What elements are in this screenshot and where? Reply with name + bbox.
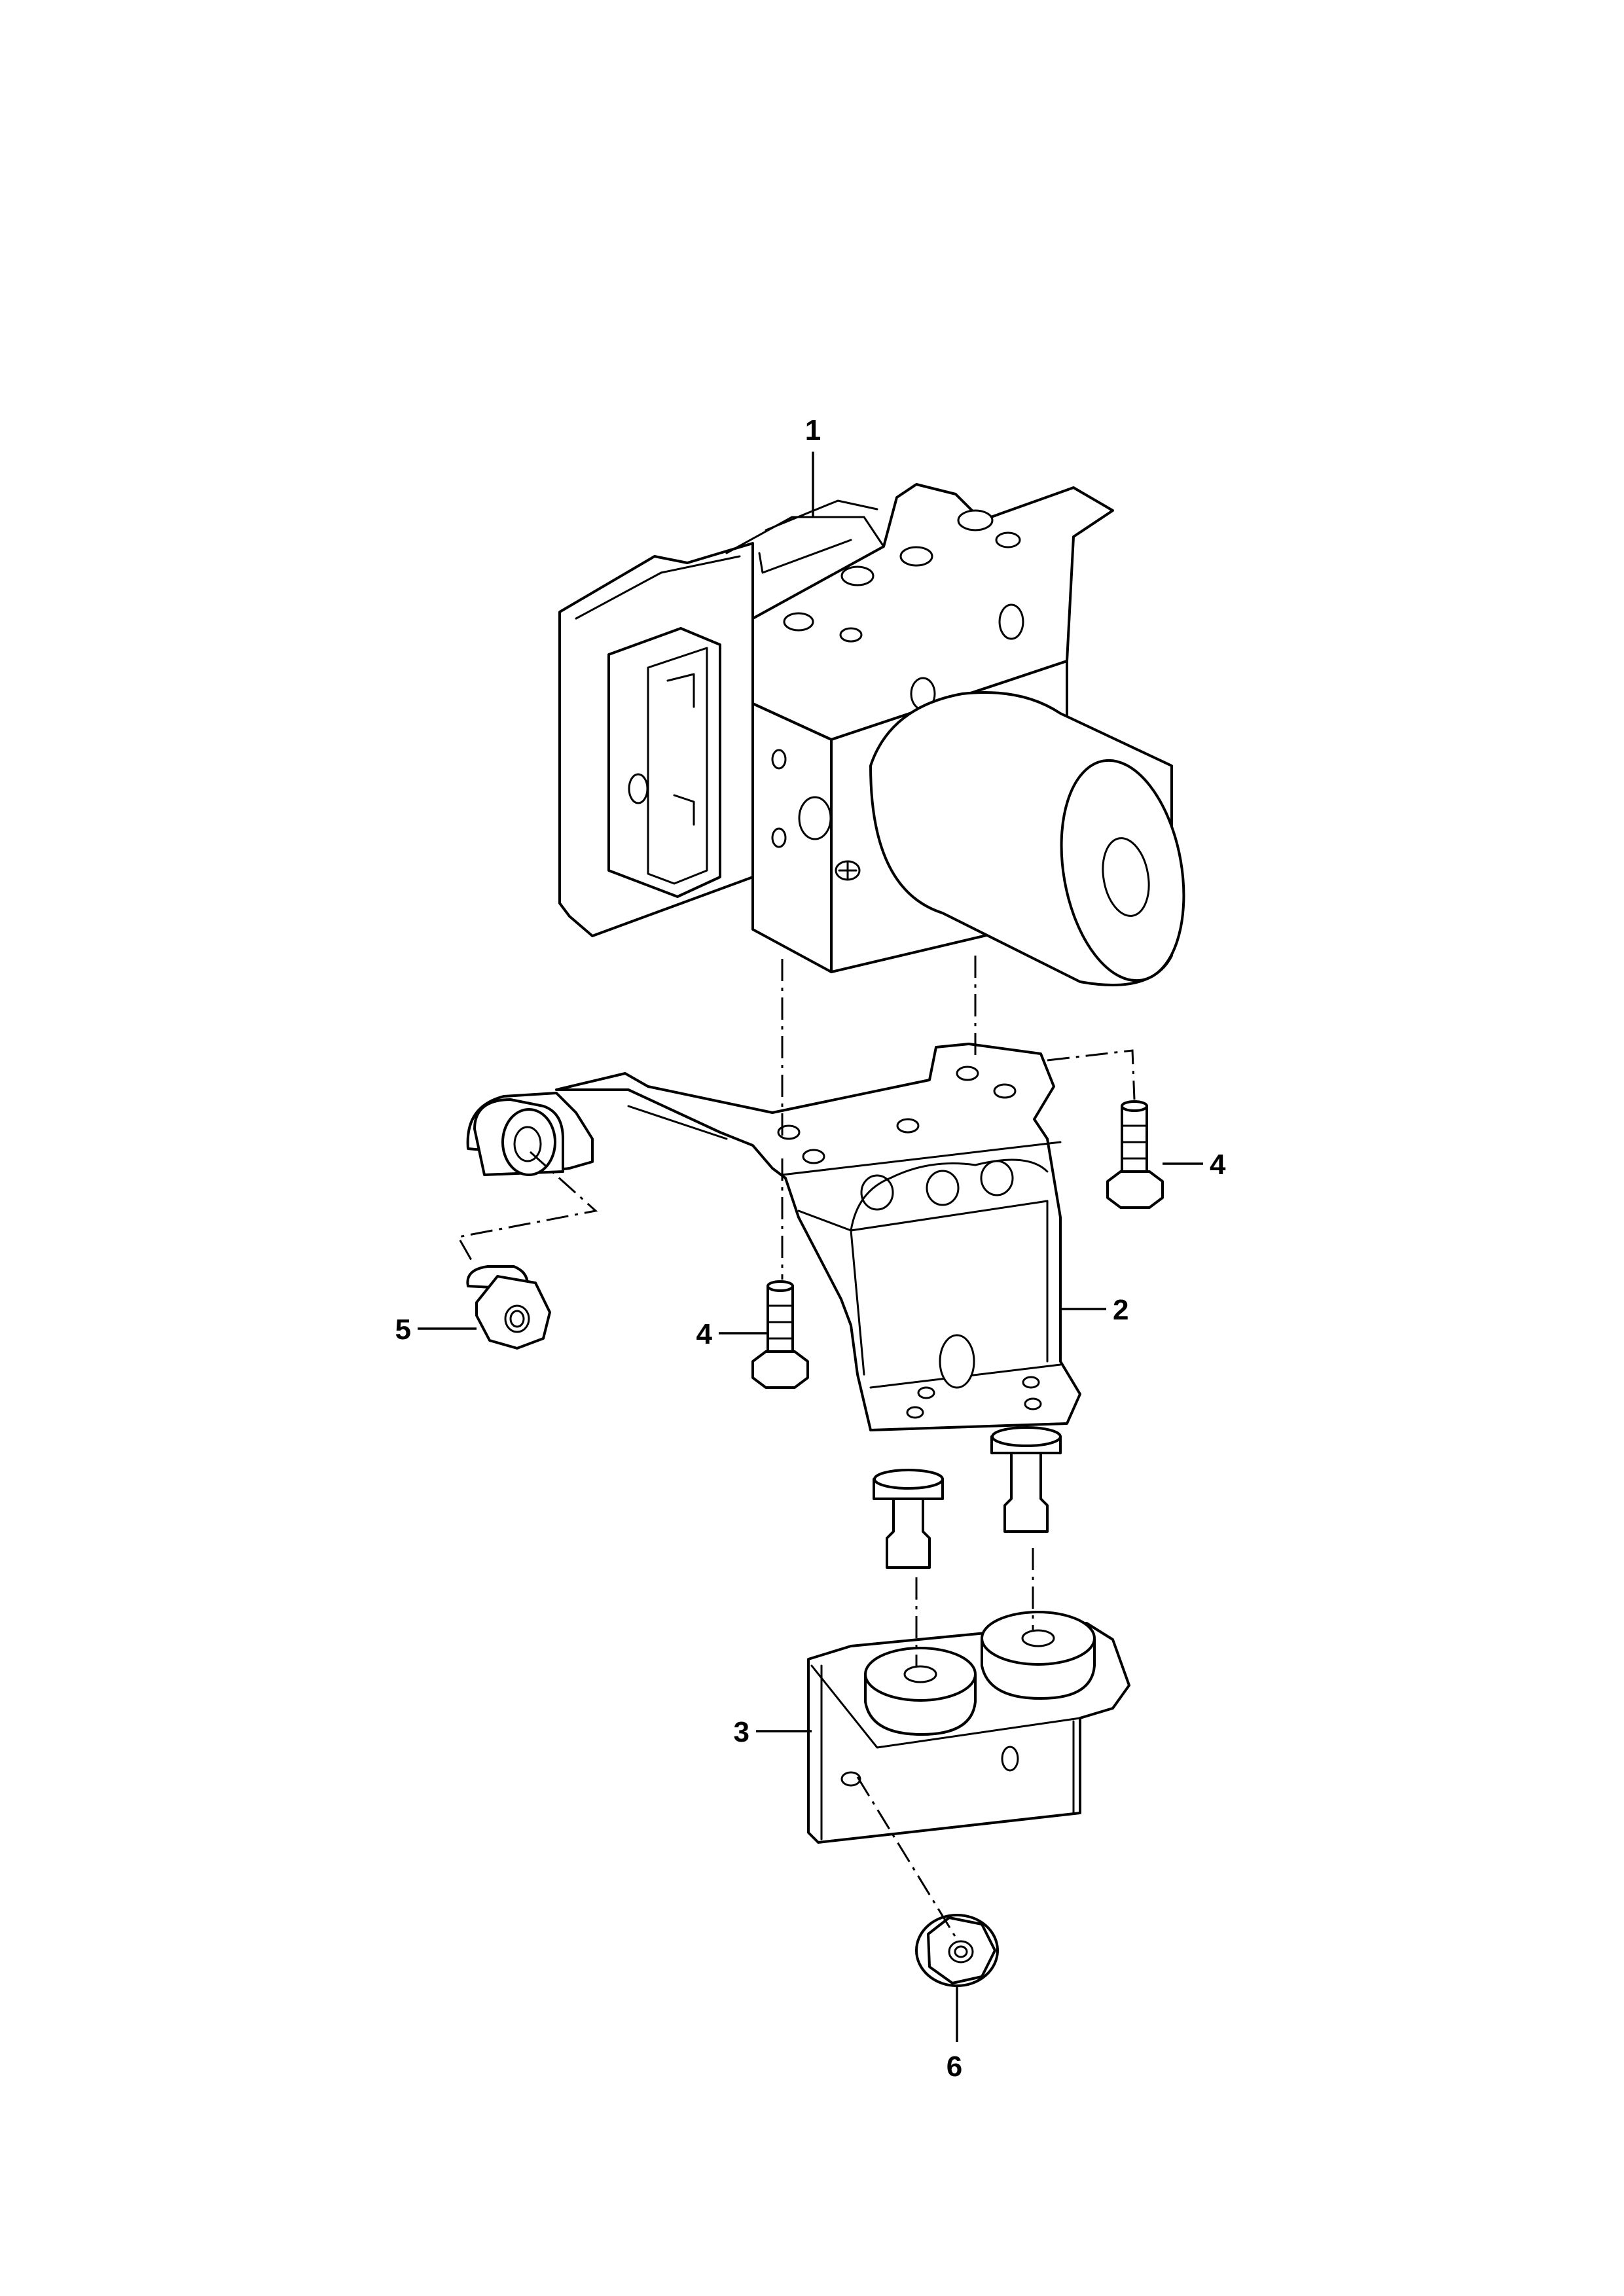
callout-2-label: 2 xyxy=(1113,1294,1128,1326)
callout-4-right-label: 4 xyxy=(1210,1149,1226,1181)
callout-4-left: 4 xyxy=(696,1318,768,1350)
alignment-lines xyxy=(456,956,1136,1938)
callout-6-label: 6 xyxy=(947,2051,962,2083)
part-4-bolt-left xyxy=(751,1280,809,1389)
part-6-flange-nut xyxy=(915,1914,999,1987)
part-5-nut xyxy=(466,1265,551,1350)
part-2-bracket xyxy=(466,1043,1081,1569)
part-3-lower-mount xyxy=(807,1611,1130,1844)
callout-6: 6 xyxy=(947,1986,962,2083)
callout-5: 5 xyxy=(395,1314,477,1346)
callout-5-label: 5 xyxy=(395,1314,411,1346)
part-4-bolt-right xyxy=(1106,1100,1164,1209)
part-1-hydraulic-unit xyxy=(558,483,1185,986)
callout-1: 1 xyxy=(805,414,821,517)
callout-3-label: 3 xyxy=(734,1716,749,1748)
callout-2: 2 xyxy=(1060,1294,1128,1326)
callout-4-right: 4 xyxy=(1163,1149,1226,1181)
callout-3: 3 xyxy=(734,1716,812,1748)
callout-4-left-label: 4 xyxy=(696,1318,713,1350)
callout-1-label: 1 xyxy=(805,414,821,446)
